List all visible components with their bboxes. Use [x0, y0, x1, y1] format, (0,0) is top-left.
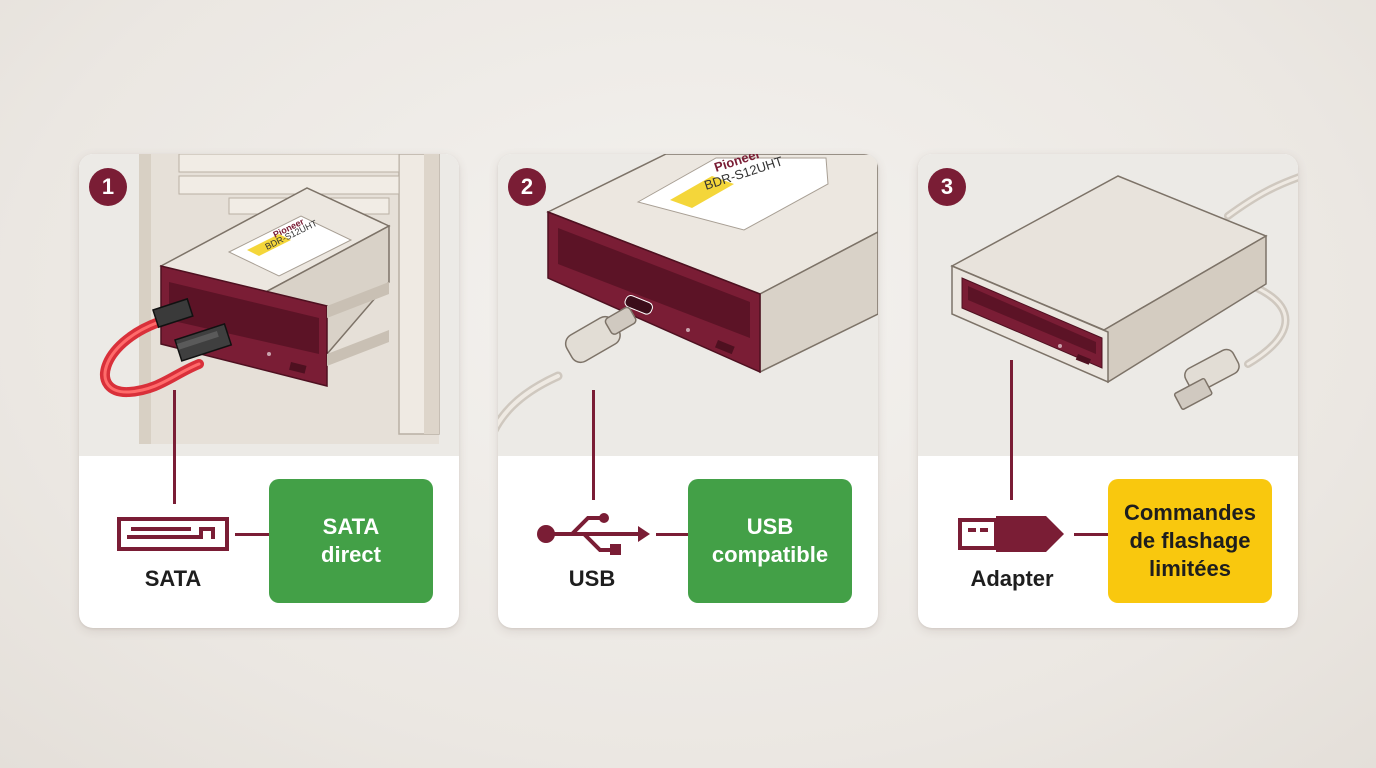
link-line [656, 533, 688, 536]
panel-usb: Pioneer BDR-S12UHT 2 USB USB compatible [498, 154, 878, 628]
step-number-badge: 3 [928, 168, 966, 206]
interface-label: Adapter [970, 566, 1054, 591]
connector-line [1010, 360, 1013, 500]
connector-line [173, 390, 176, 504]
sata-connector-icon [117, 517, 229, 551]
connector-line [592, 390, 595, 500]
interface-label: USB [568, 566, 616, 591]
internal-drive-illustration: Pioneer BDR-S12UHT [100, 154, 440, 444]
usb-trident-icon [537, 513, 650, 555]
interface-label: SATA [144, 566, 202, 591]
status-label: Commandes de flashage limitées [1123, 500, 1257, 581]
step-number-badge: 2 [508, 168, 546, 206]
status-badge: USB compatible [688, 479, 852, 603]
status-badge: Commandes de flashage limitées [1108, 479, 1272, 603]
link-line [235, 533, 269, 536]
usb-drive-illustration: Pioneer BDR-S12UHT [498, 154, 878, 433]
usb-plug-icon [958, 516, 1064, 552]
link-line [1074, 533, 1108, 536]
step-number-badge: 1 [89, 168, 127, 206]
status-label: USB compatible [711, 514, 829, 567]
panel-sata: Pioneer BDR-S12UHT 1 SATA SATA direct [79, 154, 459, 628]
status-label: SATA direct [321, 514, 381, 567]
panel-adapter: 3 Adapter Commandes de flashage limitées [918, 154, 1298, 628]
status-badge: SATA direct [269, 479, 433, 603]
external-enclosure-illustration [950, 173, 1298, 410]
